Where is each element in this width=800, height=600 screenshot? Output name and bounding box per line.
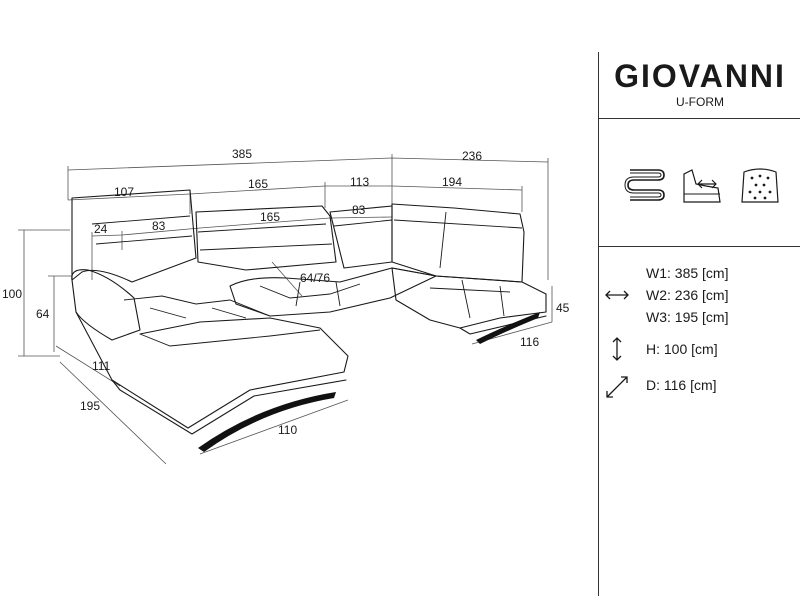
width-specs: W1: 385 [cm] W2: 236 [cm] W3: 195 [cm] [604, 262, 794, 330]
fabric-tufting-icon [736, 164, 784, 210]
right-leg-runner [476, 312, 540, 344]
spec-w1: W1: 385 [cm] [646, 265, 729, 281]
dim-label-194: 194 [442, 175, 462, 189]
dim-label-107: 107 [114, 185, 134, 199]
sleep-function-icon [678, 164, 726, 210]
spring-icon [622, 164, 670, 210]
dimension-lines [18, 154, 553, 465]
spec-h: H: 100 [cm] [646, 341, 718, 357]
left-leg-runner [198, 392, 336, 452]
title-divider [598, 118, 800, 119]
depth-arrow-icon [606, 376, 628, 398]
dim-label-83-right: 83 [352, 203, 366, 217]
dim-label-236: 236 [462, 149, 482, 163]
spec-w3: W3: 195 [cm] [646, 309, 729, 325]
panel-divider [598, 52, 599, 596]
dim-label-385: 385 [232, 147, 252, 161]
dim-label-100: 100 [2, 287, 22, 301]
dim-label-165-back: 165 [260, 210, 280, 224]
depth-spec: D: 116 [cm] [604, 372, 794, 400]
height-arrow-icon [612, 337, 622, 361]
spec-d: D: 116 [cm] [646, 377, 717, 393]
dim-label-111: 111 [92, 359, 111, 373]
height-spec: H: 100 [cm] [604, 336, 794, 362]
dim-label-116: 116 [520, 335, 539, 349]
dim-label-seat-depth: 64/76 [300, 271, 330, 285]
dim-label-45: 45 [556, 301, 570, 315]
sofa-outline [71, 189, 547, 435]
dim-label-64: 64 [36, 307, 50, 321]
product-subtitle: U-FORM [676, 95, 724, 109]
product-title: GIOVANNI [614, 58, 786, 94]
dim-label-195: 195 [80, 399, 100, 413]
dim-label-83-left: 83 [152, 219, 166, 233]
width-arrow-icon [605, 290, 629, 300]
dim-label-113: 113 [350, 175, 369, 189]
dim-label-110: 110 [278, 423, 297, 437]
spec-w2: W2: 236 [cm] [646, 287, 729, 303]
dim-label-24: 24 [94, 222, 108, 236]
dim-label-165-mid: 165 [248, 177, 268, 191]
icons-divider [598, 246, 800, 247]
